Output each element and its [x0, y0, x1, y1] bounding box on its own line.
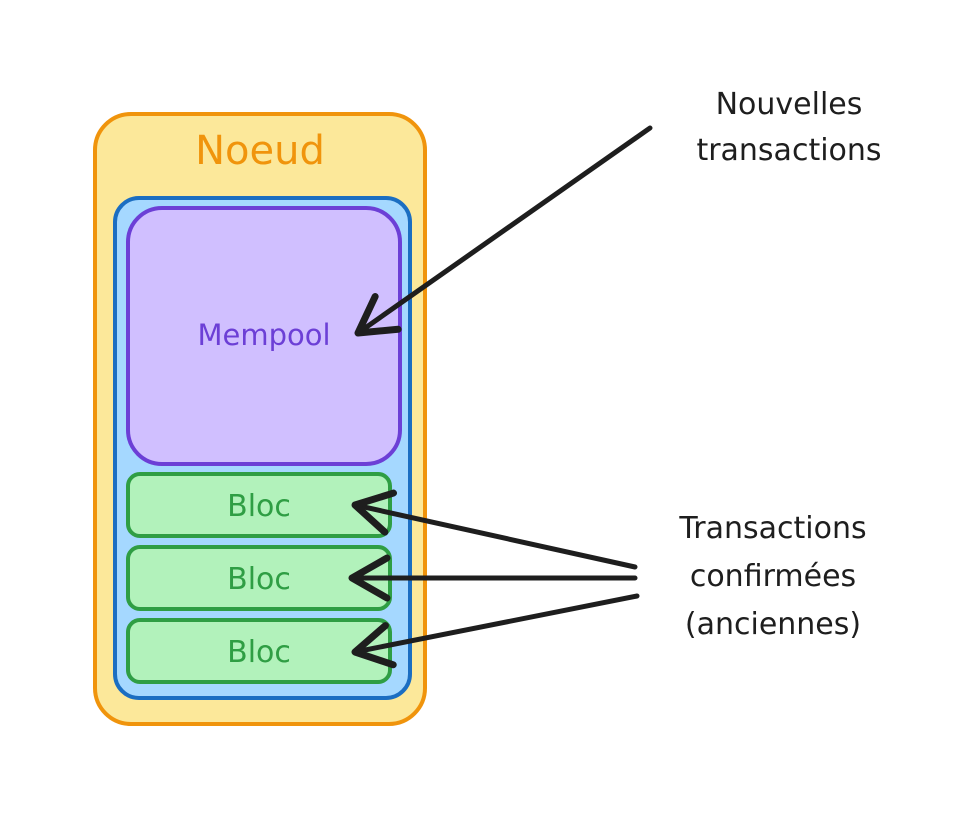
arrow-confirmed-block-1: [351, 489, 638, 570]
block-item: Bloc: [126, 618, 392, 684]
annotation-confirmed-line2: confirmées: [690, 559, 856, 594]
annotation-new-line1: Nouvelles: [716, 87, 863, 122]
annotation-new-transactions: Nouvelles transactions: [696, 87, 881, 168]
mempool-container: Mempool: [126, 206, 402, 466]
block-label: Bloc: [227, 635, 291, 670]
block-label: Bloc: [227, 562, 291, 597]
block-item: Bloc: [126, 472, 392, 538]
arrow-confirmed-block-3: [351, 593, 640, 669]
annotation-confirmed-line3: (anciennes): [685, 607, 861, 642]
arrow-new-transactions: [354, 125, 653, 337]
annotation-new-line2: transactions: [696, 133, 881, 168]
block-label: Bloc: [227, 489, 291, 524]
arrows: [348, 125, 653, 669]
annotation-confirmed-line1: Transactions: [678, 511, 866, 546]
mempool-label: Mempool: [197, 318, 330, 352]
annotation-confirmed-transactions: Transactions confirmées (anciennes): [678, 511, 866, 642]
node-title: Noeud: [195, 128, 325, 174]
block-list: Bloc Bloc Bloc: [126, 472, 392, 684]
